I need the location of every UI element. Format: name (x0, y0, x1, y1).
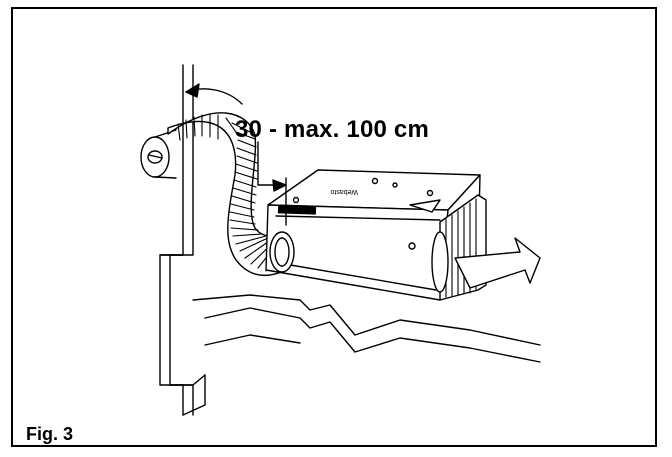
hose-collar (269, 231, 295, 273)
distance-label: 30 - max. 100 cm (235, 116, 429, 143)
airflow-arrow-icon (454, 237, 541, 289)
wall-outlet (140, 129, 177, 179)
wall-outline (159, 64, 206, 416)
figure-caption: Fig. 3 (26, 424, 74, 444)
unit-brand-plate: Webasto (277, 188, 358, 215)
dimension-arrow-icon (185, 83, 287, 226)
floor-outline (192, 294, 541, 363)
svg-text:Webasto: Webasto (330, 188, 358, 195)
